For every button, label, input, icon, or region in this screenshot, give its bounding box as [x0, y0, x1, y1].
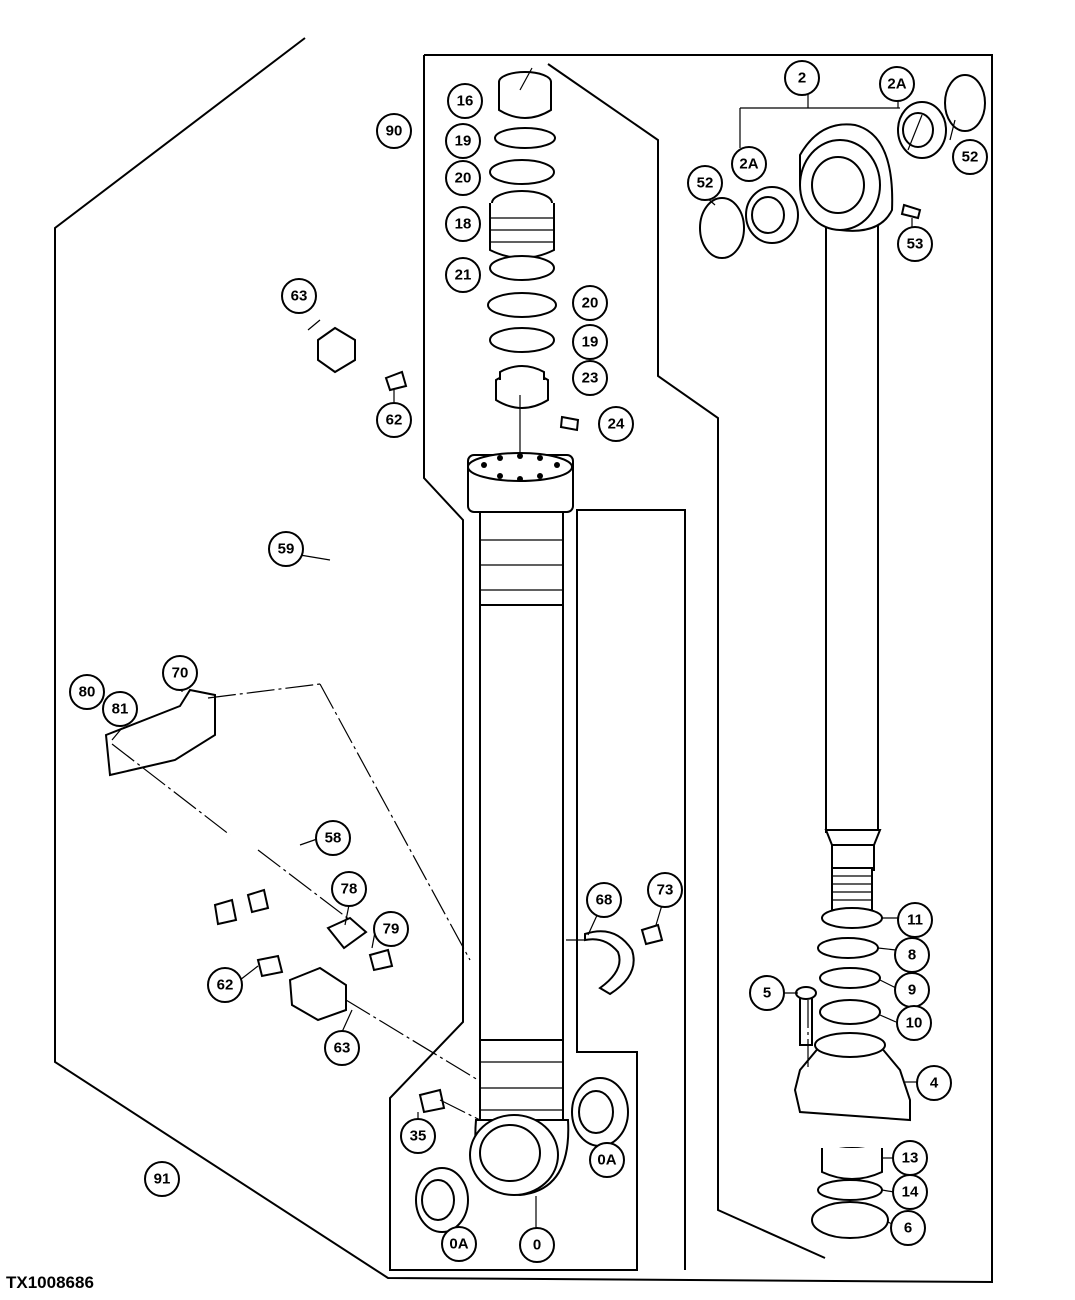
callout-79: 79 [373, 911, 409, 947]
svg-text:52: 52 [962, 149, 979, 166]
svg-text:63: 63 [334, 1040, 351, 1057]
callout-20-lower: 20 [572, 285, 608, 321]
svg-text:11: 11 [907, 912, 923, 929]
svg-text:53: 53 [907, 236, 924, 253]
callout-19-upper: 19 [445, 123, 481, 159]
svg-text:6: 6 [904, 1220, 912, 1237]
callout-8: 8 [894, 937, 930, 973]
callout-4: 4 [916, 1065, 952, 1101]
svg-text:9: 9 [908, 982, 916, 999]
callout-14: 14 [892, 1174, 928, 1210]
callout-2: 2 [784, 60, 820, 96]
svg-text:91: 91 [154, 1171, 171, 1188]
svg-text:35: 35 [410, 1128, 427, 1145]
svg-text:24: 24 [608, 416, 625, 433]
svg-text:2A: 2A [887, 76, 906, 93]
svg-text:78: 78 [341, 881, 358, 898]
assembly-90-outline [389, 55, 826, 1271]
callout-6: 6 [890, 1210, 926, 1246]
callout-9: 9 [894, 972, 930, 1008]
callout-68: 68 [586, 882, 622, 918]
callout-90: 90 [376, 113, 412, 149]
svg-text:19: 19 [455, 133, 472, 150]
callout-21: 21 [445, 257, 481, 293]
piston-rod [699, 74, 986, 911]
svg-text:18: 18 [455, 216, 472, 233]
svg-text:73: 73 [657, 882, 674, 899]
svg-text:10: 10 [906, 1015, 923, 1032]
svg-text:13: 13 [902, 1150, 919, 1167]
svg-text:52: 52 [697, 175, 714, 192]
svg-text:0A: 0A [597, 1152, 616, 1169]
callout-81: 81 [102, 691, 138, 727]
svg-text:16: 16 [457, 93, 474, 110]
callout-52-left: 52 [687, 165, 723, 201]
svg-text:8: 8 [908, 947, 916, 964]
svg-text:20: 20 [455, 170, 472, 187]
callout-53: 53 [897, 226, 933, 262]
svg-text:79: 79 [383, 921, 400, 938]
callout-0: 0 [519, 1227, 555, 1263]
callout-62-upper: 62 [376, 402, 412, 438]
callout-19-lower: 19 [572, 324, 608, 360]
figure-reference-code: TX1008686 [6, 1273, 94, 1292]
rod-guide-parts [487, 71, 580, 432]
callout-16: 16 [447, 83, 483, 119]
svg-text:62: 62 [386, 412, 403, 429]
svg-text:21: 21 [455, 267, 472, 284]
callout-0a-right: 0A [589, 1142, 625, 1178]
svg-text:2: 2 [798, 70, 806, 87]
svg-text:62: 62 [217, 977, 234, 994]
svg-text:63: 63 [291, 288, 308, 305]
svg-text:80: 80 [79, 684, 96, 701]
svg-text:68: 68 [596, 892, 613, 909]
callout-2a-upper: 2A [879, 66, 915, 102]
svg-text:2A: 2A [739, 156, 758, 173]
callout-59: 59 [268, 531, 304, 567]
svg-text:4: 4 [930, 1075, 939, 1092]
callout-2a-lower: 2A [731, 146, 767, 182]
callout-58: 58 [315, 820, 351, 856]
callout-24: 24 [598, 406, 634, 442]
assembly-91-outline [54, 37, 993, 1284]
svg-text:20: 20 [582, 295, 599, 312]
callout-62-lower: 62 [207, 967, 243, 1003]
svg-text:0A: 0A [449, 1236, 468, 1253]
callout-5: 5 [749, 975, 785, 1011]
svg-text:90: 90 [386, 123, 403, 140]
tube-assembly [104, 326, 664, 1114]
cylinder-barrel [467, 452, 574, 1197]
callout-73: 73 [647, 872, 683, 908]
callout-70: 70 [162, 655, 198, 691]
callout-20-upper: 20 [445, 160, 481, 196]
callout-52-right: 52 [952, 139, 988, 175]
svg-text:70: 70 [172, 665, 189, 682]
svg-text:59: 59 [278, 541, 295, 558]
callout-63-upper: 63 [281, 278, 317, 314]
svg-text:14: 14 [902, 1184, 919, 1201]
callout-80: 80 [69, 674, 105, 710]
callout-13: 13 [892, 1140, 928, 1176]
piston-parts [793, 907, 911, 1239]
callout-0a-left: 0A [441, 1226, 477, 1262]
svg-text:58: 58 [325, 830, 342, 847]
svg-text:81: 81 [112, 701, 129, 718]
bushings-0a [415, 1077, 629, 1233]
svg-text:0: 0 [533, 1237, 541, 1254]
svg-text:19: 19 [582, 334, 599, 351]
callout-11: 11 [897, 902, 933, 938]
svg-text:5: 5 [763, 985, 771, 1002]
callout-91: 91 [144, 1161, 180, 1197]
callout-63-lower: 63 [324, 1030, 360, 1066]
svg-text:23: 23 [582, 370, 599, 387]
callout-78: 78 [331, 871, 367, 907]
callout-35: 35 [400, 1118, 436, 1154]
callout-23: 23 [572, 360, 608, 396]
callout-18: 18 [445, 206, 481, 242]
callout-10: 10 [896, 1005, 932, 1041]
